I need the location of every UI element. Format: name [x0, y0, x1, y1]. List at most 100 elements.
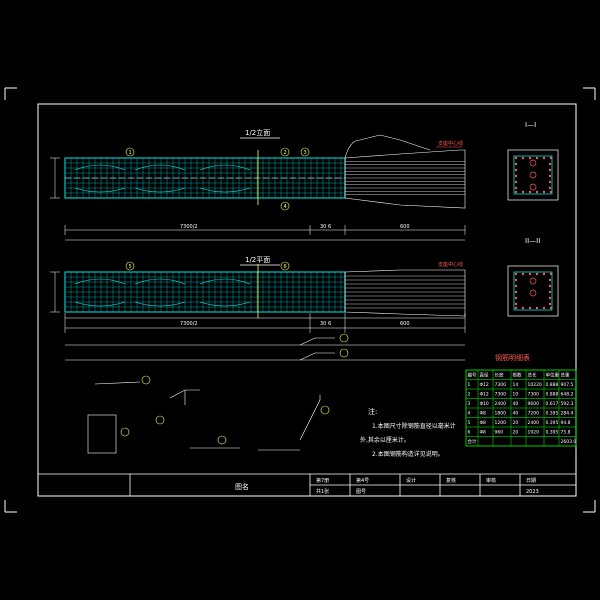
table-cell: 4	[468, 411, 471, 417]
title-block	[38, 473, 576, 496]
table-cell: 2400	[495, 401, 507, 407]
svg-text:2023: 2023	[526, 489, 539, 495]
svg-text:共1张: 共1张	[316, 488, 329, 495]
table-cell: 2400	[528, 420, 540, 426]
dimension-line-top	[64, 225, 466, 241]
crop-marks	[4, 87, 596, 513]
table-cell: 648.2	[561, 392, 574, 398]
dim-top-mid: 30 6	[320, 224, 331, 230]
balloon-number: 1	[129, 150, 132, 156]
table-header-cell: 单位重	[546, 372, 560, 379]
table-cell: 10	[513, 392, 519, 398]
table-cell: 7300	[495, 392, 507, 398]
section-2-bars	[514, 272, 553, 310]
table-cell: Φ8	[480, 411, 487, 417]
table-title: 钢筋明细表	[495, 353, 530, 362]
left-dims-bottom	[50, 271, 60, 313]
section-1-label: I—I	[525, 121, 536, 129]
svg-text:第7册: 第7册	[316, 477, 329, 484]
table-cell: 94.8	[561, 420, 571, 426]
table-cell: 10220	[528, 382, 542, 388]
table-cell: 3	[468, 401, 471, 407]
title-block-drawing-name: 图名	[235, 482, 249, 491]
table-cell: 0.888	[546, 382, 559, 388]
section-2-drawing	[507, 265, 559, 317]
dim-bot-mid: 30 6	[320, 321, 331, 327]
table-cell: 75.8	[561, 430, 571, 436]
title-block-row1: 第7册 第4号 设计 复核 审核 日期	[316, 477, 536, 484]
section-1-bars	[514, 156, 553, 194]
balloon-number: 5	[129, 264, 132, 270]
table-cell: 6	[468, 430, 471, 436]
table-cell: 0.395	[546, 430, 559, 436]
section-2-label: II—II	[525, 237, 540, 245]
svg-text:第4号: 第4号	[356, 477, 369, 484]
svg-text:设计: 设计	[406, 477, 416, 484]
table-cell: 合计	[468, 438, 477, 445]
section-1-drawing	[507, 149, 559, 201]
table-cell: 2603.0	[561, 439, 577, 445]
table-cell: 14	[513, 382, 519, 388]
table-cell: 284.4	[561, 411, 574, 417]
left-dims-top	[50, 157, 60, 199]
bar-details-long	[65, 333, 465, 361]
table-cell: Φ12	[480, 392, 489, 398]
table-cell: 5	[468, 420, 471, 426]
table-header-cell: 直径	[480, 372, 489, 379]
notes-line-3: 2.本图钢筋构造详见说明。	[372, 450, 444, 458]
balloon-number: 6	[284, 264, 287, 270]
table-header-cell: 长度	[495, 372, 504, 379]
table-cell: 592.3	[561, 401, 574, 407]
table-cell: 1800	[495, 411, 507, 417]
table-cell: 1200	[495, 420, 507, 426]
balloon-number: 4	[284, 204, 287, 210]
table-cell: 907.5	[561, 382, 574, 388]
table-cell: 20	[513, 430, 519, 436]
svg-text:日期: 日期	[526, 478, 536, 484]
table-cell: 40	[513, 411, 519, 417]
table-cell: 7300	[495, 382, 507, 388]
svg-text:复核: 复核	[446, 477, 456, 484]
table-header-cell: 编号	[468, 372, 477, 379]
table-cell: 1	[468, 382, 471, 388]
balloon-number: 3	[304, 150, 307, 156]
table-cell: 0.617	[546, 401, 559, 407]
table-cell: Φ12	[480, 382, 489, 388]
table-header-cell: 总重	[561, 372, 570, 379]
view-label-elevation: 1/2立面	[245, 128, 270, 137]
view-label-plan: 1/2平面	[245, 256, 270, 264]
svg-text:审核: 审核	[486, 477, 496, 484]
table-cell: 0.395	[546, 411, 559, 417]
table-cell: 960	[495, 430, 504, 436]
table-header-cell: 总长	[528, 372, 537, 379]
beam-elevation-body	[64, 134, 466, 209]
callout-support-top: 支座中心线	[438, 140, 463, 147]
table-cell: Φ10	[480, 401, 489, 407]
notes-line-2: 外,其余以厘米计。	[360, 436, 410, 444]
table-cell: 40	[513, 401, 519, 407]
title-block-row2: 共1张 图号 2023	[316, 488, 539, 495]
notes-title: 注:	[368, 407, 377, 416]
dim-bot-right: 600	[400, 321, 410, 327]
table-cell: 2	[468, 392, 471, 398]
table-cell: 20	[513, 420, 519, 426]
svg-text:图号: 图号	[356, 489, 366, 495]
table-cell: 9600	[528, 401, 540, 407]
balloon-number: 2	[284, 150, 287, 156]
table-cell: 1920	[528, 430, 540, 436]
dimension-line-bottom	[64, 313, 466, 333]
bar-shape-details	[87, 375, 330, 454]
table-cell: 0.395	[546, 420, 559, 426]
beam-plan-body	[64, 264, 466, 318]
dim-top-left: 7300/2	[180, 224, 198, 230]
table-cell: 0.888	[546, 392, 559, 398]
table-cell: 7200	[528, 411, 540, 417]
drawing-frame	[37, 103, 577, 497]
table-cell: Φ8	[480, 430, 487, 436]
table-cell: 7300	[528, 392, 540, 398]
dim-bot-left: 7300/2	[180, 321, 198, 327]
table-cell: Φ8	[480, 420, 487, 426]
table-header-cell: 根数	[513, 372, 522, 379]
